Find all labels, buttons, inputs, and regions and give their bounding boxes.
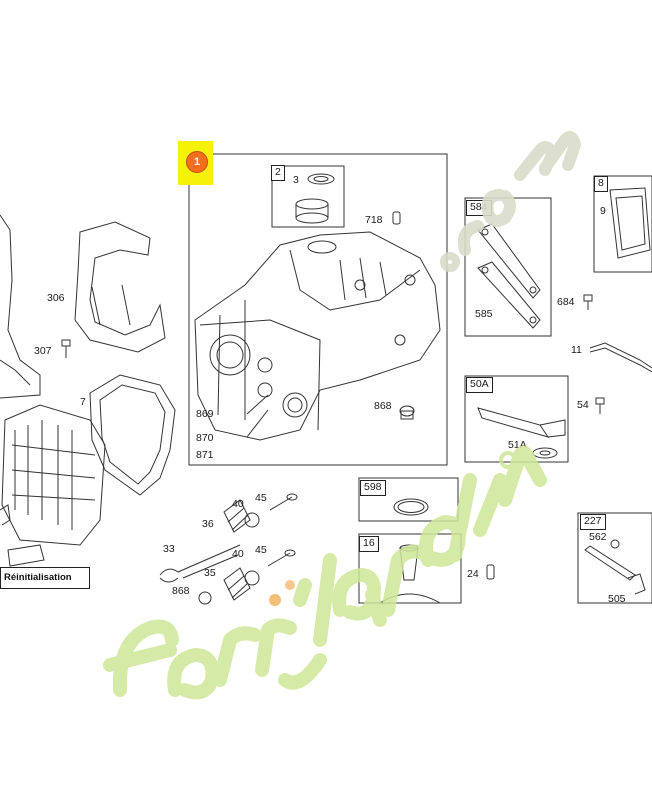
part-label-684: 684 — [557, 296, 575, 308]
part-label-868: 868 — [374, 400, 392, 412]
part-label-9: 9 — [600, 205, 606, 217]
part-label-45-lower: 45 — [255, 544, 267, 556]
part-label-50A: 50A — [466, 377, 493, 393]
crankcase — [194, 231, 441, 441]
part-label-870: 870 — [196, 432, 214, 444]
part-label-16: 16 — [359, 536, 379, 552]
part-label-24: 24 — [467, 568, 479, 580]
part-label-45-upper: 45 — [255, 492, 267, 504]
part-label-2: 2 — [271, 165, 285, 181]
part-label-868-lower: 868 — [172, 585, 190, 597]
part-label-40-lower: 40 — [232, 548, 244, 560]
head-gasket — [89, 374, 176, 496]
reset-button[interactable]: Réinitialisation — [0, 567, 90, 589]
part-label-585: 585 — [475, 308, 493, 320]
part-label-35: 35 — [204, 567, 216, 579]
part-label-7: 7 — [80, 396, 86, 408]
part-label-871: 871 — [196, 449, 214, 461]
cylinder-head — [1, 404, 106, 546]
part-label-54: 54 — [577, 399, 589, 411]
part-label-598: 598 — [360, 480, 386, 496]
part-label-584: 584 — [466, 200, 492, 216]
part-label-40-upper: 40 — [232, 498, 244, 510]
part-label-36: 36 — [202, 518, 214, 530]
part-label-11: 11 — [571, 344, 582, 356]
part-label-869: 869 — [196, 408, 214, 420]
part-label-306: 306 — [47, 292, 65, 304]
part-label-307: 307 — [34, 345, 52, 357]
part-label-718: 718 — [365, 214, 383, 226]
part-label-8: 8 — [594, 176, 608, 192]
part-label-51A: 51A — [508, 439, 527, 451]
heat-shield — [74, 221, 166, 353]
part-label-227: 227 — [580, 514, 606, 530]
part-label-505: 505 — [608, 593, 626, 605]
shroud-outline — [0, 214, 41, 399]
callout-badge[interactable]: 1 — [186, 151, 208, 173]
part-label-3: 3 — [293, 174, 299, 186]
part-label-562: 562 — [589, 531, 607, 543]
part-label-33: 33 — [163, 543, 175, 555]
